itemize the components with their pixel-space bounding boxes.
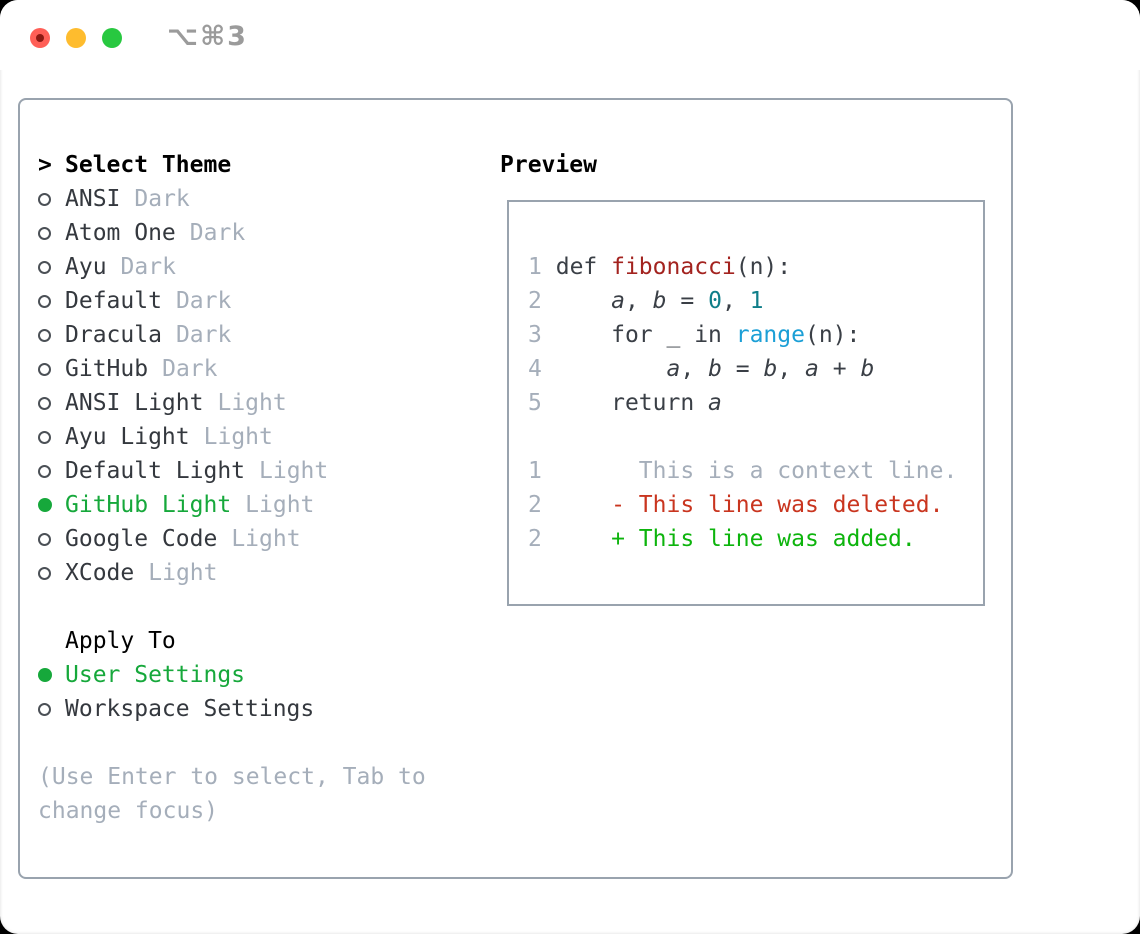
line-number: 5 — [528, 390, 542, 416]
line-number: 1 — [528, 254, 542, 280]
selected-radio-icon — [38, 498, 52, 512]
diff-line: 2 + This line was added. — [528, 526, 916, 552]
code-preview: 1 def fibonacci(n): 2 a, b = 0, 1 3 for _ … — [528, 250, 983, 420]
radio-icon — [38, 362, 51, 376]
radio-icon — [38, 294, 51, 308]
spacer — [38, 590, 478, 624]
titlebar: ⌥⌘3 — [0, 0, 1140, 70]
line-number: 2 — [528, 288, 542, 314]
apply-to-header: Apply To — [38, 624, 478, 658]
hint-text: (Use Enter to select, Tab to change focu… — [38, 760, 478, 828]
radio-icon — [38, 430, 51, 444]
hint-line-1: (Use Enter to select, Tab to — [38, 764, 426, 790]
apply-to-option-label: Workspace Settings — [65, 696, 315, 722]
code-line: 3 for _ in range(n): — [528, 322, 861, 348]
spacer — [528, 420, 983, 454]
apply-to-option[interactable]: User Settings — [38, 658, 478, 692]
apply-to-title: Apply To — [65, 628, 176, 654]
hint-line-2: change focus) — [38, 798, 219, 824]
theme-option-label: Ayu — [65, 254, 107, 280]
radio-icon — [38, 702, 51, 716]
line-number: 2 — [528, 526, 542, 552]
line-number: 2 — [528, 492, 542, 518]
theme-option-label: Default Light — [65, 458, 246, 484]
minimize-button[interactable] — [66, 28, 86, 48]
theme-option[interactable]: Ayu Light Light — [38, 420, 478, 454]
theme-option-label: Atom One — [65, 220, 176, 246]
code-line: 1 def fibonacci(n): — [528, 254, 792, 280]
radio-icon — [38, 566, 51, 580]
theme-variant-label: Dark — [120, 254, 176, 280]
theme-option-label: GitHub — [65, 356, 149, 382]
apply-to-option[interactable]: Workspace Settings — [38, 692, 478, 726]
theme-variant-label: Dark — [162, 356, 218, 382]
selected-radio-icon — [38, 668, 52, 682]
preview-header: Preview — [500, 152, 597, 178]
select-theme-header: > Select Theme — [38, 148, 478, 182]
theme-option[interactable]: Atom One Dark — [38, 216, 478, 250]
prompt-icon: > — [38, 152, 52, 178]
preview-box: 1 def fibonacci(n): 2 a, b = 0, 1 3 for _ … — [507, 200, 985, 606]
theme-option[interactable]: XCode Light — [38, 556, 478, 590]
line-number: 3 — [528, 322, 542, 348]
theme-option-label: GitHub Light — [65, 492, 232, 518]
close-button[interactable] — [30, 28, 50, 48]
theme-variant-label: Dark — [175, 322, 232, 348]
spacer — [38, 726, 478, 760]
radio-icon — [38, 328, 51, 342]
theme-option-label: ANSI Light — [65, 390, 204, 416]
maximize-button[interactable] — [102, 28, 122, 48]
line-number: 1 — [528, 458, 542, 484]
theme-variant-label: Light — [217, 390, 287, 416]
code-line: 2 a, b = 0, 1 — [528, 288, 764, 314]
window-title-shortcut: ⌥⌘3 — [167, 21, 248, 52]
theme-option[interactable]: GitHub Light Light — [38, 488, 478, 522]
theme-option-label: Ayu Light — [65, 424, 190, 450]
theme-option[interactable]: Default Dark — [38, 284, 478, 318]
diff-line: 2 - This line was deleted. — [528, 492, 944, 518]
theme-option[interactable]: ANSI Dark — [38, 182, 478, 216]
diff-line: 1 This is a context line. — [528, 458, 958, 484]
select-theme-title: Select Theme — [65, 152, 232, 178]
theme-option[interactable]: GitHub Dark — [38, 352, 478, 386]
theme-variant-label: Dark — [189, 220, 246, 246]
theme-option-label: XCode — [65, 560, 135, 586]
theme-variant-label: Light — [245, 492, 315, 518]
theme-option-label: Default — [65, 288, 162, 314]
theme-option[interactable]: Default Light Light — [38, 454, 478, 488]
line-number: 4 — [528, 356, 542, 382]
theme-variant-label: Light — [148, 560, 218, 586]
radio-icon — [38, 226, 51, 240]
radio-icon — [38, 464, 51, 478]
unsaved-dot-icon — [36, 34, 44, 42]
theme-option-label: Google Code — [65, 526, 218, 552]
radio-icon — [38, 260, 51, 274]
theme-option[interactable]: ANSI Light Light — [38, 386, 478, 420]
radio-icon — [38, 396, 51, 410]
theme-variant-label: Light — [231, 526, 301, 552]
diff-preview: 1 This is a context line. 2 - This line w… — [528, 454, 983, 556]
theme-variant-label: Dark — [134, 186, 190, 212]
theme-option-label: Dracula — [65, 322, 162, 348]
apply-to-option-label: User Settings — [65, 662, 246, 688]
theme-option-label: ANSI — [65, 186, 121, 212]
radio-icon — [38, 192, 51, 206]
radio-icon — [38, 532, 51, 546]
code-line: 4 a, b = b, a + b — [528, 356, 875, 382]
theme-variant-label: Dark — [175, 288, 232, 314]
theme-option[interactable]: Dracula Dark — [38, 318, 478, 352]
theme-option[interactable]: Ayu Dark — [38, 250, 478, 284]
theme-variant-label: Light — [259, 458, 329, 484]
theme-variant-label: Light — [203, 424, 273, 450]
theme-option[interactable]: Google Code Light — [38, 522, 478, 556]
code-line: 5 return a — [528, 390, 722, 416]
